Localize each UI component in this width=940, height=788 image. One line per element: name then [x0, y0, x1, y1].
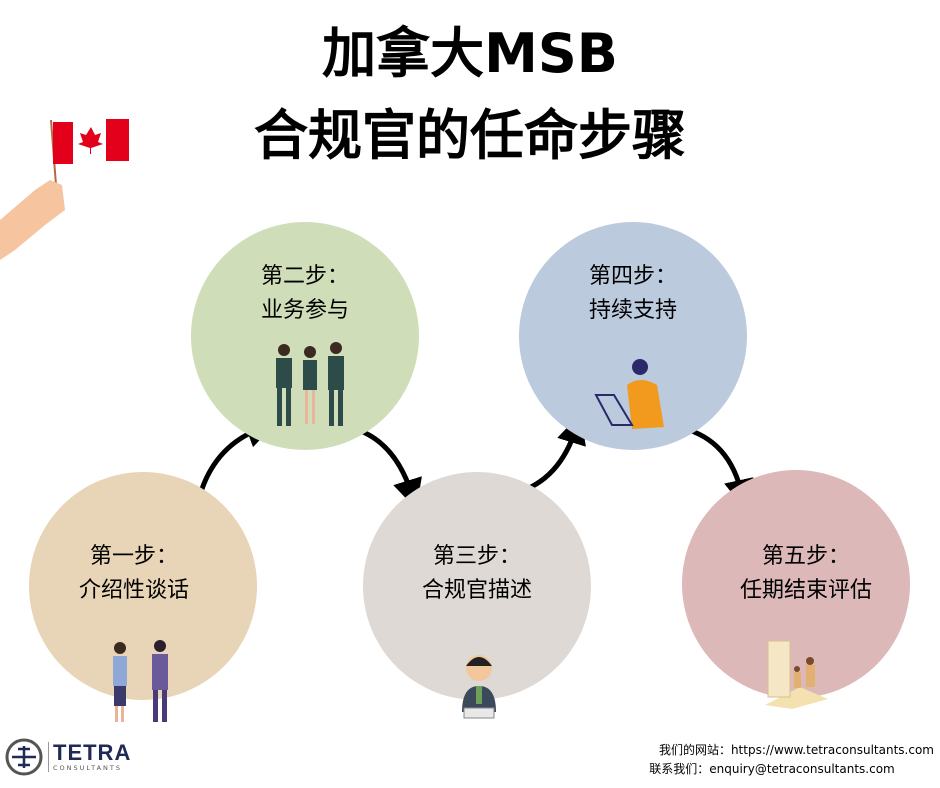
- title-line-2: 合规官的任命步骤: [254, 104, 686, 167]
- tetra-logo: TETRA CONSULTANTS: [4, 737, 131, 777]
- step-5-label: 第五步：任期结束评估: [739, 544, 872, 603]
- arrow-step4-to-step5: [681, 425, 754, 510]
- officer-at-desk-illustration: [462, 655, 496, 719]
- logo-sub: CONSULTANTS: [53, 764, 122, 772]
- step-1-circle: [29, 472, 257, 700]
- step-5-circle: [682, 470, 910, 698]
- tetra-logo-mark-icon: [5, 738, 43, 776]
- step-3-label: 第三步：合规官描述: [421, 544, 532, 603]
- step-4-label: 第四步：持续支持: [588, 264, 677, 323]
- footer-website[interactable]: 我们的网站：https://www.tetraconsultants.com: [658, 743, 934, 757]
- step-1-label: 第一步：介绍性谈话: [78, 544, 189, 603]
- step-2-label: 第二步：业务参与: [260, 264, 349, 323]
- title-line-1: 加拿大MSB: [322, 22, 618, 85]
- business-team-illustration: [276, 342, 344, 426]
- arrow-step2-to-step3: [351, 425, 422, 510]
- two-people-talking-illustration: [113, 640, 168, 722]
- document-review-illustration: [765, 640, 828, 709]
- logo-name: TETRA: [53, 740, 132, 765]
- footer-contact[interactable]: 联系我们：enquiry@tetraconsultants.com: [649, 762, 895, 776]
- canada-flag-hand-illustration: [0, 119, 129, 260]
- arrow-step1-to-step2: [197, 419, 277, 496]
- support-agent-headset-illustration: [594, 359, 664, 429]
